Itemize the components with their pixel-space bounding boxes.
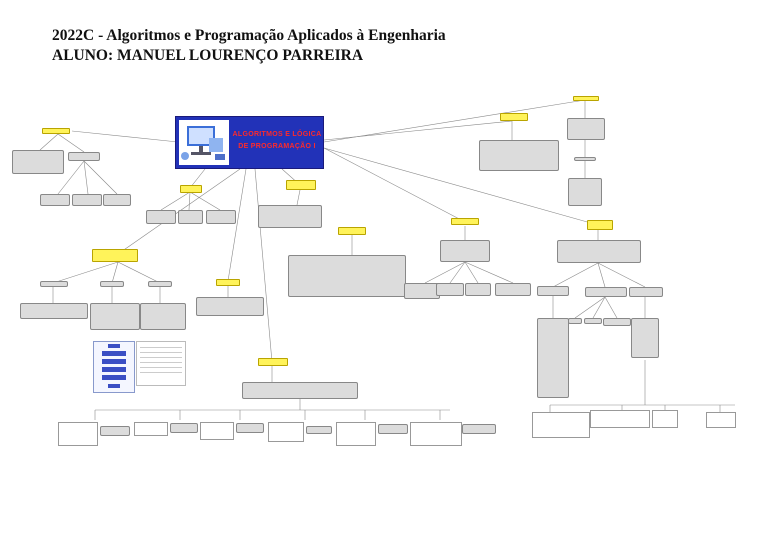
description-node bbox=[196, 297, 264, 316]
description-node bbox=[170, 423, 198, 433]
concept-node bbox=[451, 218, 479, 225]
description-node bbox=[567, 118, 605, 140]
description-node bbox=[495, 283, 531, 296]
operator-table bbox=[336, 422, 376, 446]
description-node bbox=[288, 255, 406, 297]
course-title: 2022C - Algoritmos e Programação Aplicad… bbox=[52, 27, 446, 44]
description-node bbox=[72, 194, 102, 206]
concept-node bbox=[216, 279, 240, 286]
concept-node bbox=[500, 113, 528, 121]
pseudocode-figure bbox=[136, 341, 186, 386]
concept-node bbox=[338, 227, 366, 235]
description-node bbox=[584, 318, 602, 324]
description-node bbox=[537, 286, 569, 296]
central-title-line2: DE PROGRAMAÇÃO I bbox=[238, 143, 316, 150]
student-name: ALUNO: MANUEL LOURENÇO PARREIRA bbox=[52, 47, 364, 64]
description-node bbox=[40, 281, 68, 287]
concept-node bbox=[180, 185, 202, 193]
description-node bbox=[236, 423, 264, 433]
concept-node bbox=[258, 358, 288, 366]
concept-node bbox=[92, 249, 138, 262]
description-node bbox=[557, 240, 641, 263]
description-node bbox=[568, 318, 582, 324]
description-node bbox=[568, 178, 602, 206]
operator-table bbox=[706, 412, 736, 428]
operator-table bbox=[134, 422, 168, 436]
description-node bbox=[140, 303, 186, 330]
description-node bbox=[574, 157, 596, 161]
description-node bbox=[462, 424, 496, 434]
operator-table bbox=[268, 422, 304, 442]
description-node bbox=[258, 205, 322, 228]
description-node bbox=[436, 283, 464, 296]
central-topic: ALGORITMOS E LÓGICA DE PROGRAMAÇÃO I bbox=[175, 116, 324, 169]
description-node bbox=[242, 382, 358, 399]
description-node bbox=[440, 240, 490, 262]
description-node bbox=[206, 210, 236, 224]
concept-node bbox=[573, 96, 599, 101]
description-node bbox=[68, 152, 100, 161]
flowchart-figure bbox=[93, 341, 135, 393]
operator-table bbox=[652, 410, 678, 428]
description-node bbox=[465, 283, 491, 296]
operator-table bbox=[200, 422, 234, 440]
operator-table bbox=[410, 422, 462, 446]
description-node bbox=[631, 318, 659, 358]
description-node bbox=[148, 281, 172, 287]
description-node bbox=[12, 150, 64, 174]
concept-node bbox=[587, 220, 613, 230]
description-node bbox=[100, 281, 124, 287]
description-node bbox=[404, 283, 440, 299]
operator-table bbox=[532, 412, 590, 438]
description-node bbox=[40, 194, 70, 206]
central-title: ALGORITMOS E LÓGICA DE PROGRAMAÇÃO I bbox=[232, 129, 322, 153]
description-node bbox=[146, 210, 176, 224]
central-illustration bbox=[179, 120, 229, 165]
description-node bbox=[629, 287, 663, 297]
description-node bbox=[20, 303, 88, 319]
description-node bbox=[537, 318, 569, 398]
description-node bbox=[306, 426, 332, 434]
description-node bbox=[103, 194, 131, 206]
description-node bbox=[479, 140, 559, 171]
concept-node bbox=[286, 180, 316, 190]
central-title-line1: ALGORITMOS E LÓGICA bbox=[232, 131, 322, 138]
description-node bbox=[100, 426, 130, 436]
operator-table bbox=[58, 422, 98, 446]
description-node bbox=[178, 210, 203, 224]
concept-node bbox=[42, 128, 70, 134]
description-node bbox=[585, 287, 627, 297]
description-node bbox=[378, 424, 408, 434]
description-node bbox=[90, 303, 140, 330]
computer-illustration-icon bbox=[179, 120, 229, 165]
description-node bbox=[603, 318, 631, 326]
operator-table bbox=[590, 410, 650, 428]
